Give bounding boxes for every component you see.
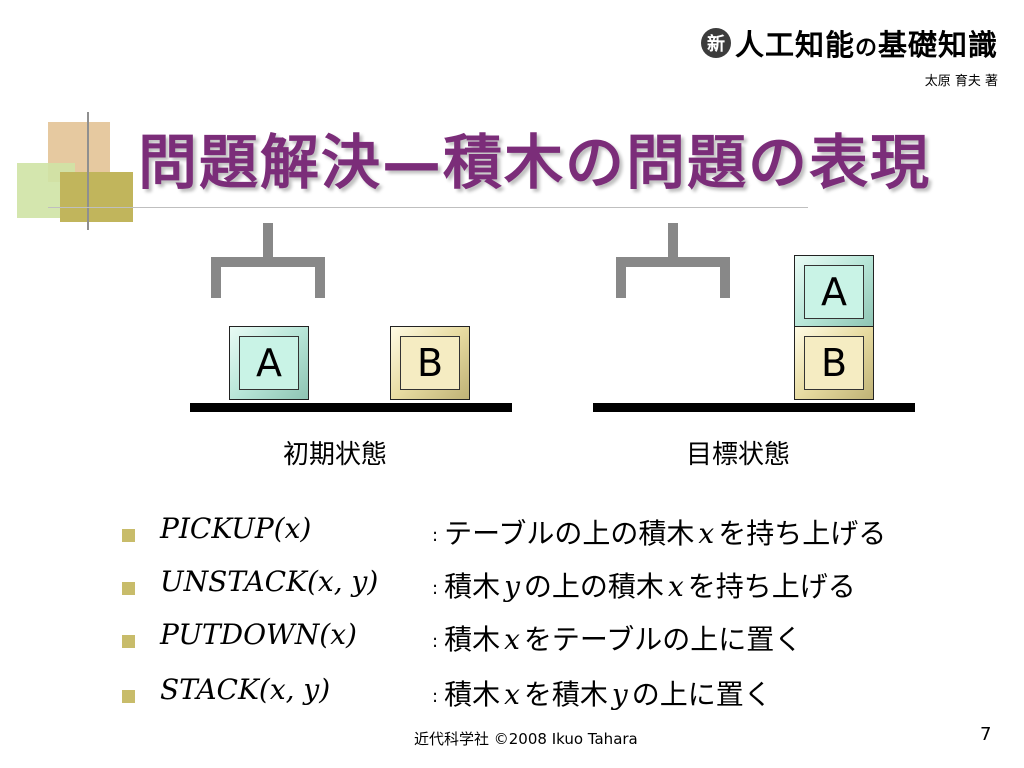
block-face [239,336,299,390]
desc-text: テーブルの上の積木 [444,517,695,550]
desc-colon: : [432,524,439,546]
bullet-icon [122,582,135,595]
desc-text: を持ち上げる [687,570,856,603]
brand-title-no: の [854,36,878,61]
block-face [804,336,864,390]
gripper-initial-icon [211,223,325,298]
block-b-label: B [820,341,848,385]
goal-state-label: 目標状態 [686,440,791,470]
block-a-initial: A [229,326,309,400]
deco-square-olive [60,172,133,222]
desc-text: をテーブルの上に置く [523,623,803,656]
brand-title: 人工知能の基礎知識 [735,22,998,64]
book-brand: 新 人工知能の基礎知識 [700,22,998,64]
math-variable: y [611,678,628,711]
brand-title-part1: 人工知能 [734,28,855,62]
table-initial [190,403,512,412]
desc-colon: : [432,685,439,707]
desc-text: 積木 [444,678,501,711]
table-goal [593,403,915,412]
brand-title-part2: 基礎知識 [877,28,998,62]
op-unstack: UNSTACK(x, y) [160,565,379,598]
gripper-goal-icon [616,223,730,298]
author: 太原 育夫 著 [924,74,998,89]
block-b-goal: B [794,326,874,400]
block-face [804,265,864,319]
op-putdown: PUTDOWN(x) [160,618,357,651]
bullet-icon [122,690,135,703]
desc-text: の上の積木 [523,570,664,603]
bullet-icon [122,635,135,648]
block-b-initial: B [390,326,470,400]
footer-copyright: 近代科学社 ©2008 Ikuo Tahara [414,730,638,748]
block-a-label: A [256,341,282,385]
math-variable: y [504,570,520,603]
block-a-goal: A [794,255,874,329]
desc-colon: : [432,577,439,599]
block-a-label: A [821,270,847,314]
op-pickup: PICKUP(x) [160,512,312,545]
page-number: 7 [980,724,992,745]
bullet-icon [122,529,135,542]
block-b-label: B [416,341,444,385]
math-variable: x [504,623,520,656]
desc-colon: : [432,630,439,652]
desc-text: を持ち上げる [718,517,887,550]
block-face [400,336,460,390]
math-variable: x [667,570,684,603]
desc-text: 積木 [444,623,501,656]
brand-mark: 新 [700,28,731,58]
desc-text: 積木 [444,570,501,603]
desc-text: を積木 [523,678,608,711]
desc-text: の上に置く [631,678,772,711]
math-variable: x [504,678,520,711]
initial-state-label: 初期状態 [283,440,388,470]
math-variable: x [698,517,715,550]
op-stack: STACK(x, y) [160,673,331,706]
deco-vertical-line [87,112,89,230]
deco-horizontal-line [48,207,808,208]
slide-title: 問題解決—積木の問題の表現 [138,128,932,197]
